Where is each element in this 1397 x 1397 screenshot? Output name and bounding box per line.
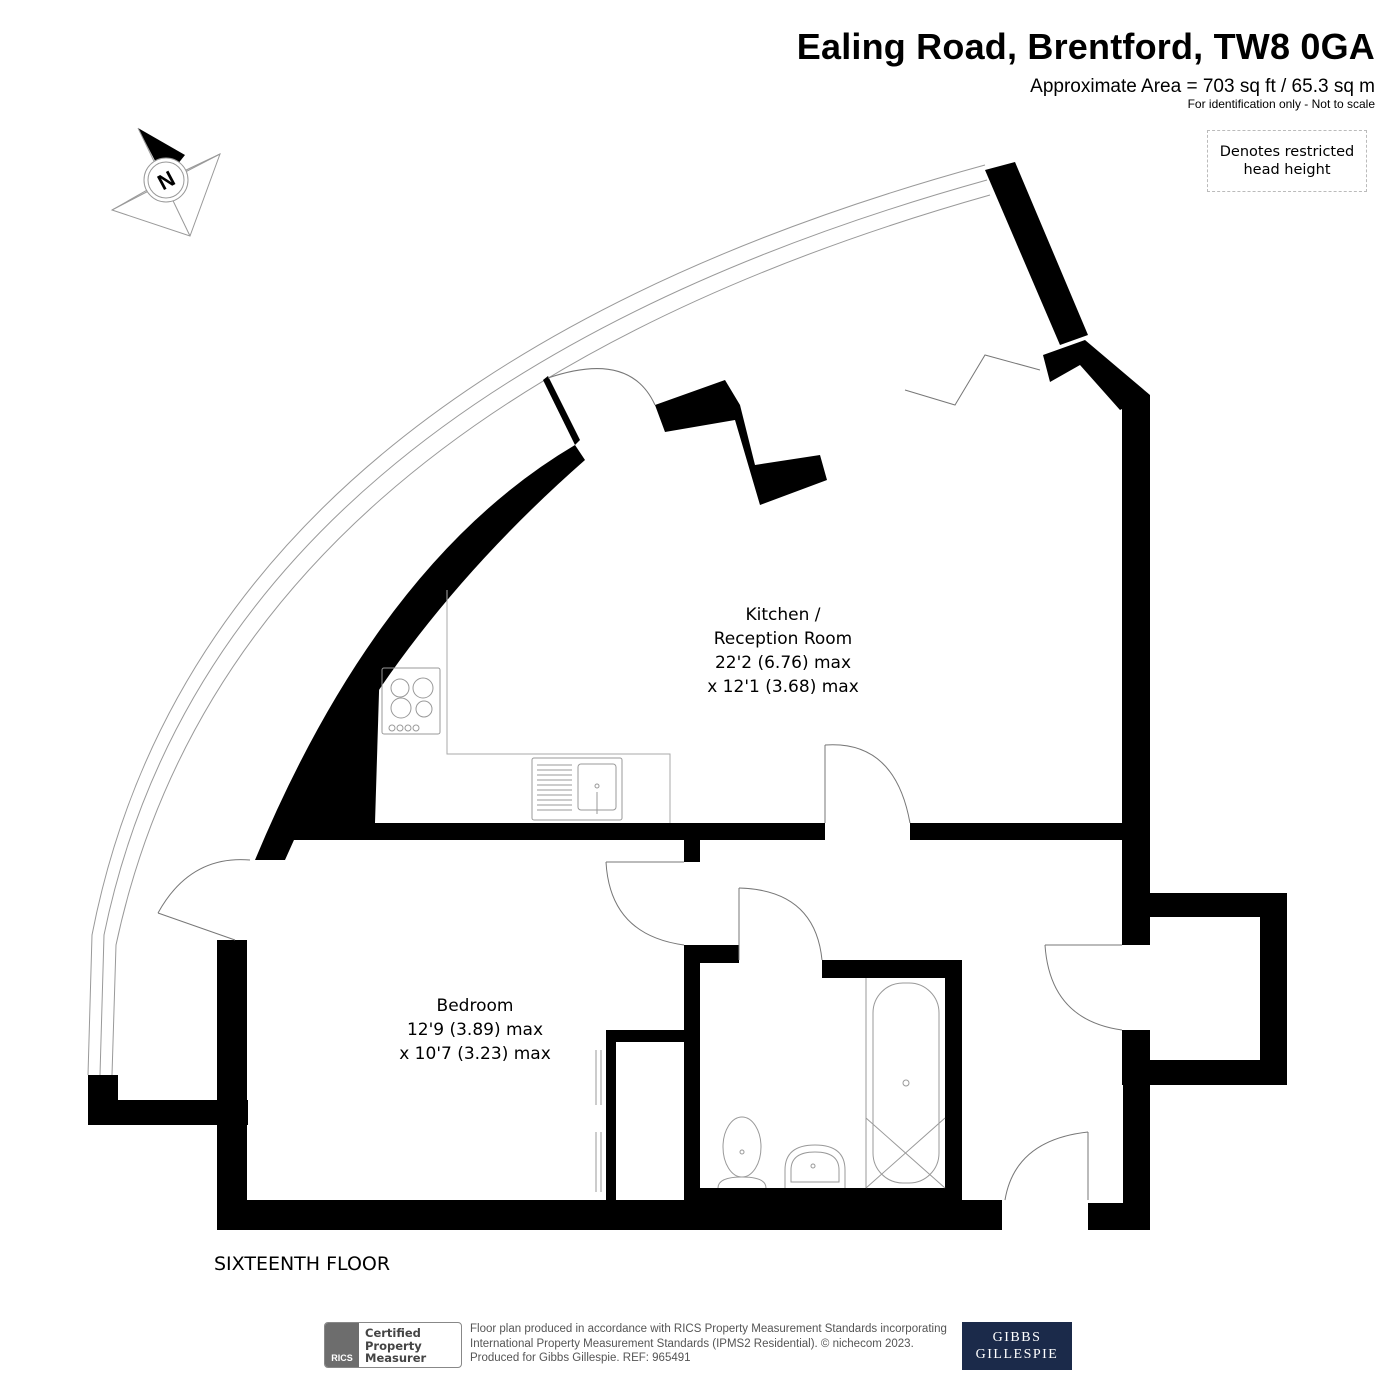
kitchen-worktop — [446, 590, 671, 823]
compass-icon: N — [110, 127, 221, 237]
wardrobe-doors — [595, 1050, 602, 1192]
approximate-area: Approximate Area = 703 sq ft / 65.3 sq m — [1030, 76, 1375, 97]
footer-line-2: International Property Measurement Stand… — [470, 1337, 914, 1350]
walls — [88, 162, 1287, 1230]
room-dimension-1: 22'2 (6.76) max — [714, 653, 852, 673]
kitchen-sink-icon — [531, 757, 623, 821]
legend-line-2: head height — [1243, 162, 1331, 178]
room-name-line2: Reception Room — [713, 629, 853, 649]
balcony-outline — [87, 164, 991, 1076]
rics-line-1: Certified — [365, 1326, 421, 1340]
room-dimension-2: x 12'1 (3.68) max — [707, 677, 859, 697]
agent-brand-logo: GIBBS GILLESPIE — [962, 1322, 1072, 1370]
rics-logo-text: RICS — [331, 1353, 353, 1363]
footer-line-3: Produced for Gibbs Gillespie. REF: 96549… — [470, 1352, 691, 1364]
property-address-title: Ealing Road, Brentford, TW8 0GA — [796, 26, 1375, 67]
footer-line-1: Floor plan produced in accordance with R… — [470, 1323, 947, 1335]
rics-logo-icon: RICS — [325, 1323, 359, 1367]
toilet-icon — [717, 1116, 767, 1189]
room-label-bedroom: Bedroom 12'9 (3.89) max x 10'7 (3.23) ma… — [375, 994, 575, 1066]
footer-disclaimer: Floor plan produced in accordance with R… — [470, 1322, 960, 1366]
room-label-kitchen-reception: Kitchen / Reception Room 22'2 (6.76) max… — [683, 603, 883, 699]
doors — [157, 354, 1123, 1201]
brand-line-2: GILLESPIE — [975, 1347, 1059, 1362]
room-name: Bedroom — [436, 996, 514, 1016]
room-name: Kitchen / — [745, 605, 821, 625]
brand-line-1: GIBBS — [992, 1330, 1042, 1345]
room-dimension-2: x 10'7 (3.23) max — [399, 1044, 551, 1064]
rics-line-3: Measurer — [365, 1351, 427, 1365]
scale-disclaimer: For identification only - Not to scale — [1187, 97, 1375, 111]
legend-line-1: Denotes restricted — [1219, 143, 1355, 160]
rics-line-2: Property — [365, 1338, 422, 1353]
rics-certification-badge: RICS Certified Property Measurer — [324, 1322, 462, 1368]
floor-level-label: SIXTEENTH FLOOR — [214, 1253, 391, 1275]
room-dimension-1: 12'9 (3.89) max — [406, 1020, 544, 1040]
restricted-head-height-legend: Denotes restricted head height — [1207, 130, 1367, 192]
basin-icon — [784, 1144, 846, 1188]
hob-icon — [381, 667, 441, 735]
bath-icon — [865, 978, 946, 1189]
rics-badge-text: Certified Property Measurer — [359, 1323, 461, 1367]
